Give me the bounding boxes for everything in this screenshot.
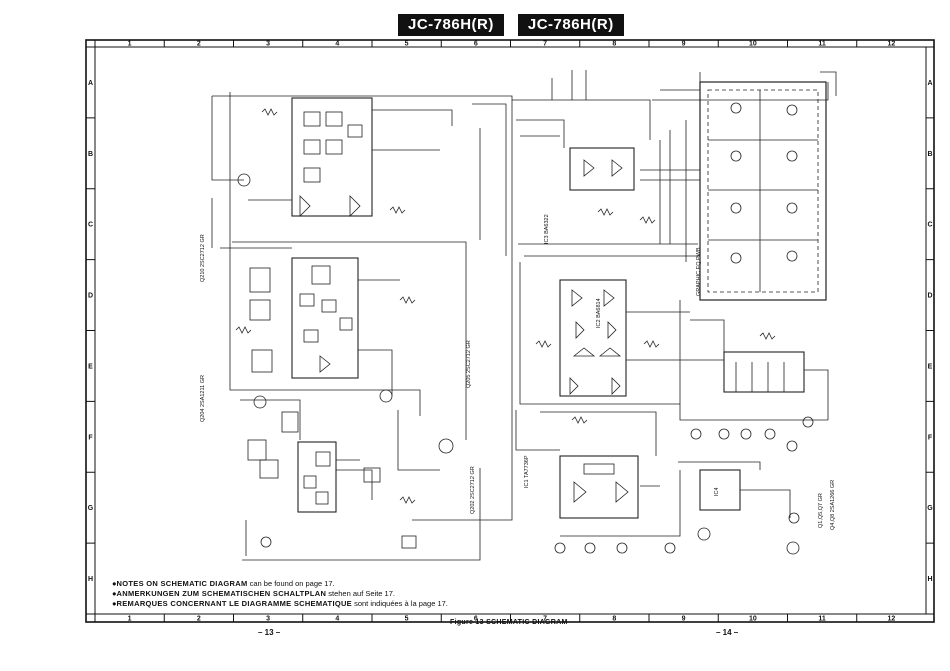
col-label-top-9: 9: [682, 41, 686, 48]
schematic-notes: ●NOTES ON SCHEMATIC DIAGRAM can be found…: [112, 579, 448, 609]
col-label-bottom-5: 5: [405, 616, 409, 623]
col-label-top-2: 2: [197, 41, 201, 48]
ic-middle-block: [291, 257, 359, 379]
col-label-top-1: 1: [128, 41, 132, 48]
col-label-bottom-3: 3: [266, 616, 270, 623]
row-label-right-B: B: [927, 151, 932, 158]
label-ic2: IC2 BA6814: [596, 298, 602, 328]
ic1-block: [559, 455, 639, 519]
figure-caption: Figure 13 SCHEMATIC DIAGRAM: [450, 619, 568, 626]
label-q-list2: Q4,Q8 2SA1266 GR: [830, 480, 836, 530]
row-label-right-G: G: [927, 505, 933, 512]
row-label-left-E: E: [88, 363, 93, 370]
label-q-list: Q1,Q5,Q7 GR: [818, 493, 824, 528]
note-french: ●REMARQUES CONCERNANT LE DIAGRAMME SCHEM…: [112, 599, 448, 608]
label-q204: Q204 2SA1211 GR: [200, 375, 206, 422]
col-label-bottom-8: 8: [612, 616, 616, 623]
model-title-left: JC-786H(R): [398, 14, 504, 36]
model-title-bar: JC-786H(R) JC-786H(R): [398, 14, 624, 36]
ic-upper-block: [291, 97, 373, 217]
label-ic1: IC1 TA7736P: [524, 455, 530, 488]
row-label-right-A: A: [927, 80, 932, 87]
col-label-bottom-6: 6: [474, 616, 478, 623]
row-label-left-H: H: [88, 576, 93, 583]
col-label-top-10: 10: [749, 41, 757, 48]
row-label-right-E: E: [928, 363, 933, 370]
page-number-left: – 13 –: [258, 628, 281, 637]
note-german: ●ANMERKUNGEN ZUM SCHEMATISCHEN SCHALTPLA…: [112, 589, 395, 598]
col-label-bottom-4: 4: [335, 616, 339, 623]
page-number-right: – 14 –: [716, 628, 739, 637]
left-circuit: [211, 92, 513, 561]
col-label-top-3: 3: [266, 41, 270, 48]
outer-frame: [85, 39, 935, 623]
component-labels: Q210 2SC2712 GR Q204 2SA1211 GR Q202 2SC…: [200, 214, 836, 530]
col-label-top-6: 6: [474, 41, 478, 48]
row-label-right-F: F: [928, 434, 933, 441]
row-label-right-C: C: [927, 222, 932, 229]
note-english: ●NOTES ON SCHEMATIC DIAGRAM can be found…: [112, 579, 335, 588]
row-label-right-D: D: [927, 293, 932, 300]
row-label-left-D: D: [88, 293, 93, 300]
right-circuit: [512, 70, 837, 555]
label-ic3: IC3 BA6322: [544, 214, 550, 244]
col-label-top-12: 12: [887, 41, 895, 48]
row-label-left-C: C: [88, 222, 93, 229]
col-label-bottom-12: 12: [887, 616, 895, 623]
ic4-block: [699, 469, 741, 511]
row-label-left-B: B: [88, 151, 93, 158]
row-label-left-A: A: [88, 80, 93, 87]
col-label-bottom-9: 9: [682, 616, 686, 623]
label-q210: Q210 2SC2712 GR: [200, 234, 206, 282]
col-label-top-8: 8: [612, 41, 616, 48]
graphic-eq-board: [699, 81, 827, 301]
col-label-bottom-7: 7: [543, 616, 547, 623]
col-label-bottom-1: 1: [128, 616, 132, 623]
ic2-block: [559, 279, 627, 397]
row-label-left-F: F: [88, 434, 93, 441]
ic-lower-block: [297, 441, 337, 513]
model-title-right: JC-786H(R): [517, 14, 624, 36]
col-label-top-5: 5: [405, 41, 409, 48]
col-label-bottom-2: 2: [197, 616, 201, 623]
label-q205: Q205 2SC2712 GR: [466, 340, 472, 388]
label-q202: Q202 2SC2712 GR: [470, 466, 476, 514]
col-label-top-11: 11: [818, 41, 826, 48]
col-label-top-4: 4: [335, 41, 339, 48]
row-label-left-G: G: [88, 505, 94, 512]
ic3-block: [569, 147, 635, 191]
label-ic4: IC4: [714, 487, 720, 496]
row-ruler: A A B B C C D D E E F F G G H H: [86, 46, 934, 583]
ic5-block: [723, 351, 805, 393]
col-label-bottom-10: 10: [749, 616, 757, 623]
label-graphic-eq: GRAPHIC EQ PWB: [696, 247, 702, 296]
col-label-top-7: 7: [543, 41, 547, 48]
col-label-bottom-11: 11: [818, 616, 826, 623]
row-label-right-H: H: [927, 576, 932, 583]
